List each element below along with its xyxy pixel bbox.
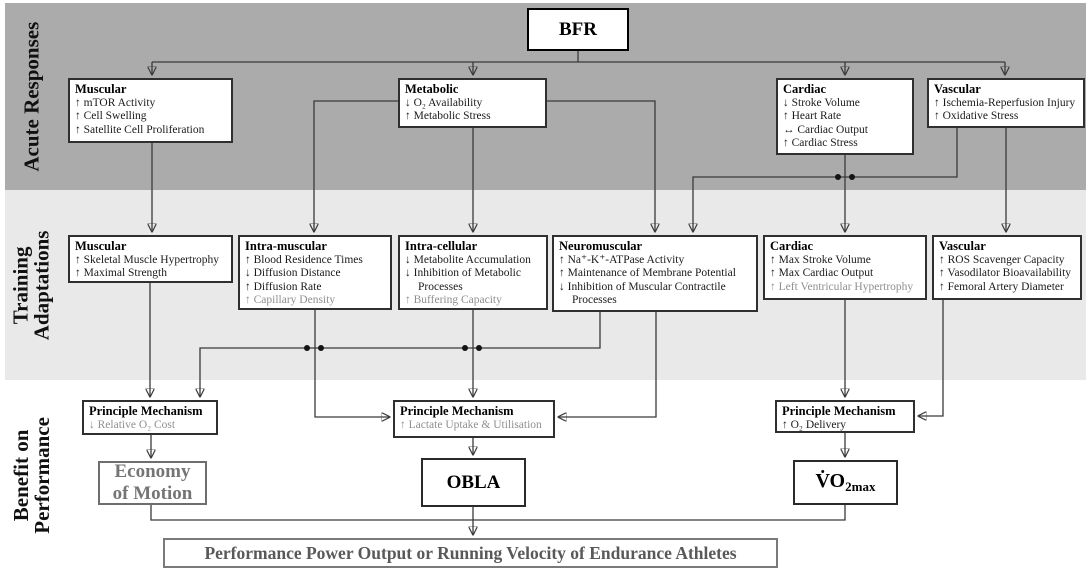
box-item: ↑ Skeletal Muscle Hypertrophy xyxy=(75,253,220,266)
economy-of-motion-box: Economy of Motion xyxy=(98,461,207,505)
box-item: ↔ Cardiac Output xyxy=(783,123,868,136)
acute-cardiac-box: Cardiac ↓ Stroke Volume ↑ Heart Rate ↔ C… xyxy=(776,78,914,155)
vo2-prefix: V̇O xyxy=(815,470,846,492)
box-item: ↓ Metabolite Accumulation xyxy=(405,253,531,266)
box-title: Metabolic xyxy=(405,82,459,96)
box-item: ↑ Ischemia-Reperfusion Injury xyxy=(934,96,1076,109)
box-item: ↑ Maintenance of Membrane Potential xyxy=(559,267,736,280)
band-label-text: Benefit on xyxy=(8,429,33,522)
training-vascular-box: Vascular ↑ ROS Scavenger Capacity ↑ Vaso… xyxy=(932,235,1082,300)
box-item: ↑ Maximal Strength xyxy=(75,267,167,280)
vo2max-box: V̇O2max xyxy=(793,460,898,505)
principle-mechanism-o2-delivery-box: Principle Mechanism ↑ O₂ Delivery xyxy=(775,400,915,433)
band-label-text: Performance xyxy=(30,417,55,534)
box-item: ↑ ROS Scavenger Capacity xyxy=(939,253,1065,266)
band-label-training-adaptations: Training Adaptations xyxy=(0,190,64,380)
bfr-box: BFR xyxy=(527,8,629,51)
acute-vascular-box: Vascular ↑ Ischemia-Reperfusion Injury ↑… xyxy=(927,78,1085,128)
band-label-benefit-performance: Benefit on Performance xyxy=(0,380,64,571)
box-item: ↑ Metabolic Stress xyxy=(405,110,491,123)
box-title: Principle Mechanism xyxy=(400,404,514,418)
training-muscular-box: Muscular ↑ Skeletal Muscle Hypertrophy ↑… xyxy=(68,235,233,283)
box-item-muted: ↑ Left Ventricular Hypertrophy xyxy=(770,280,914,293)
box-title: Vascular xyxy=(934,82,981,96)
box-item: ↑ Heart Rate xyxy=(783,110,842,123)
box-item: ↑ Satellite Cell Proliferation xyxy=(75,123,205,136)
acute-metabolic-box: Metabolic ↓ O₂ Availability ↑ Metabolic … xyxy=(398,78,547,128)
outcome-line: V̇O2max xyxy=(816,470,876,495)
box-title: Principle Mechanism xyxy=(89,404,203,418)
box-item: ↑ Na⁺-K⁺-ATPase Activity xyxy=(559,253,685,266)
band-label-text: Acute Responses xyxy=(19,21,44,172)
box-item: ↑ Diffusion Rate xyxy=(245,280,322,293)
band-label-acute-responses: Acute Responses xyxy=(0,3,64,190)
box-item: ↑ Femoral Artery Diameter xyxy=(939,280,1064,293)
box-title: Muscular xyxy=(75,82,127,96)
acute-muscular-box: Muscular ↑ mTOR Activity ↑ Cell Swelling… xyxy=(68,78,233,143)
band-label-text: Training xyxy=(8,246,33,324)
mechanism-sub: ↑ Lactate Uptake & Utilisation xyxy=(400,418,542,431)
box-item: ↓ O₂ Availability xyxy=(405,96,483,109)
training-intra-muscular-box: Intra-muscular ↑ Blood Residence Times ↓… xyxy=(238,235,392,310)
mechanism-sub: ↓ Relative O₂ Cost xyxy=(89,418,176,431)
box-item: ↑ Cell Swelling xyxy=(75,110,147,123)
training-intra-cellular-box: Intra-cellular ↓ Metabolite Accumulation… xyxy=(398,235,548,310)
box-item: ↑ Cardiac Stress xyxy=(783,137,858,150)
training-neuromuscular-box: Neuromuscular ↑ Na⁺-K⁺-ATPase Activity ↑… xyxy=(552,235,758,312)
principle-mechanism-o2-cost-box: Principle Mechanism ↓ Relative O₂ Cost xyxy=(82,400,218,435)
box-item: ↓ Inhibition of Muscular Contractile Pro… xyxy=(559,280,726,307)
box-title: Cardiac xyxy=(770,239,814,253)
box-item: ↓ Inhibition of Metabolic Processes xyxy=(405,267,521,293)
box-title: Neuromuscular xyxy=(559,239,643,253)
box-title: Vascular xyxy=(939,239,986,253)
box-title: Muscular xyxy=(75,239,127,253)
box-item: ↑ Max Cardiac Output xyxy=(770,267,874,280)
outcome-line: OBLA xyxy=(446,471,501,493)
outcome-line: Economy xyxy=(114,461,191,483)
box-item: ↓ Diffusion Distance xyxy=(245,267,341,280)
box-title: Cardiac xyxy=(783,82,827,96)
mechanism-sub: ↑ O₂ Delivery xyxy=(782,418,847,431)
vo2-subscript: 2max xyxy=(845,479,876,494)
box-item: ↑ Max Stroke Volume xyxy=(770,253,871,266)
box-title: Principle Mechanism xyxy=(782,404,896,418)
principle-mechanism-lactate-box: Principle Mechanism ↑ Lactate Uptake & U… xyxy=(393,400,555,438)
box-item: ↑ Vasodilator Bioavailability xyxy=(939,267,1072,280)
box-item: ↑ mTOR Activity xyxy=(75,96,156,109)
box-item-muted: ↑ Capillary Density xyxy=(245,294,336,307)
box-item-muted: ↑ Buffering Capacity xyxy=(405,294,502,307)
box-item: ↑ Oxidative Stress xyxy=(934,110,1019,123)
obla-box: OBLA xyxy=(421,458,526,507)
training-cardiac-box: Cardiac ↑ Max Stroke Volume ↑ Max Cardia… xyxy=(763,235,927,300)
outcome-line: of Motion xyxy=(112,483,193,504)
box-title: Intra-muscular xyxy=(245,239,327,253)
box-item: ↓ Stroke Volume xyxy=(783,96,860,109)
box-item: ↑ Blood Residence Times xyxy=(245,253,363,266)
performance-output-bar: Performance Power Output or Running Velo… xyxy=(163,538,778,568)
box-title: Intra-cellular xyxy=(405,239,478,253)
band-label-text: Adaptations xyxy=(30,230,55,340)
